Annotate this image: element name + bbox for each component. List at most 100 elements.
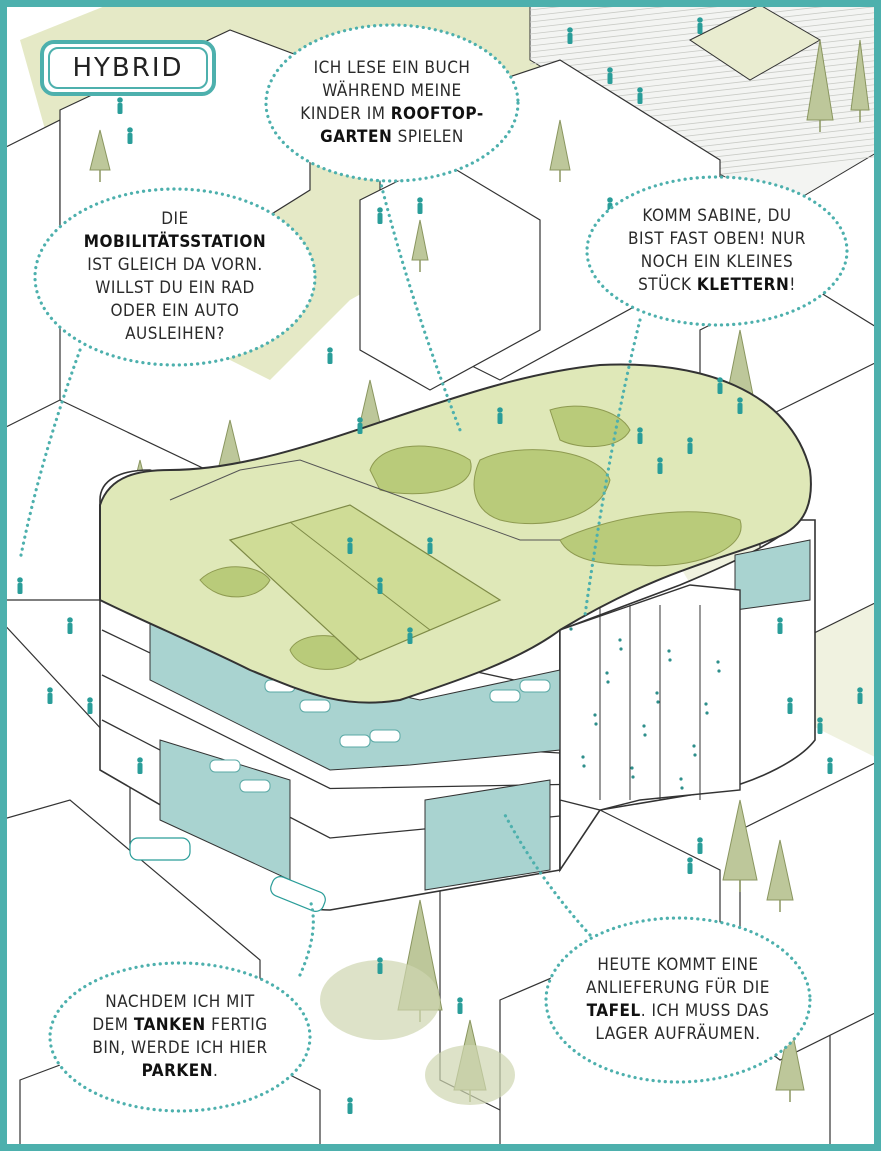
- person-body: [417, 203, 423, 214]
- parked-car: [369, 729, 401, 743]
- person-body: [117, 103, 123, 114]
- bubble-pointer: [583, 318, 642, 617]
- person-body: [357, 423, 363, 434]
- person-body: [787, 703, 793, 714]
- person-head: [687, 437, 693, 443]
- person-head: [687, 857, 693, 863]
- roof-garden: [99, 363, 812, 704]
- person-figure: [347, 1097, 353, 1114]
- person-head: [47, 687, 53, 693]
- person-head: [407, 627, 413, 633]
- person-figure: [17, 577, 23, 594]
- person-figure: [697, 17, 703, 34]
- person-body: [697, 23, 703, 34]
- speech-segment: Heute kommt eine: [597, 954, 759, 975]
- person-figure: [377, 577, 383, 594]
- person-head: [607, 67, 613, 73]
- lawn-patch: [199, 566, 271, 598]
- speech-segment: Nachdem ich mit: [105, 991, 255, 1012]
- speech-segment: Ich lese ein Buch: [313, 57, 471, 78]
- person-head: [717, 377, 723, 383]
- person-figure: [407, 627, 413, 644]
- person-figure: [497, 407, 503, 424]
- climbing-hold: [593, 713, 597, 717]
- tree: [775, 1019, 805, 1102]
- speech-segment: spielen: [392, 127, 464, 148]
- speech-segment: oder ein Auto: [110, 301, 240, 322]
- person-body: [457, 1003, 463, 1014]
- person-figure: [687, 857, 693, 874]
- parked-car: [209, 759, 241, 773]
- climbing-hold: [619, 647, 623, 651]
- person-figure: [47, 687, 53, 704]
- person-head: [637, 87, 643, 93]
- person-body: [127, 133, 133, 144]
- person-body: [637, 93, 643, 104]
- person-figure: [327, 347, 333, 364]
- title-text: HYBRID: [48, 47, 208, 89]
- person-head: [697, 837, 703, 843]
- person-head: [357, 417, 363, 423]
- person-figure: [857, 687, 863, 704]
- climbing-hold: [717, 669, 721, 673]
- person-head: [657, 457, 663, 463]
- person-body: [427, 543, 433, 554]
- speech-segment: Kinder im: [300, 104, 391, 124]
- person-figure: [737, 397, 743, 414]
- parked-car: [519, 679, 551, 693]
- person-body: [607, 73, 613, 84]
- person-body: [777, 623, 783, 634]
- speech-segment: ist gleich da vorn.: [87, 254, 263, 275]
- lawn-patch: [549, 405, 631, 448]
- speech-text-mobility: DieMobilitätsstationist gleich da vorn.W…: [84, 208, 266, 347]
- climbing-hold: [692, 744, 696, 748]
- speech-bubble-mobility: DieMobilitätsstationist gleich da vorn.W…: [40, 192, 310, 362]
- climbing-hold: [618, 638, 622, 642]
- person-body: [687, 863, 693, 874]
- speech-segment: Mobilitätsstation: [83, 231, 267, 252]
- hybrid-building: [99, 363, 816, 911]
- person-body: [657, 463, 663, 474]
- climbing-hold: [642, 724, 646, 728]
- tree: [766, 839, 794, 912]
- person-head: [457, 997, 463, 1003]
- person-figure: [657, 457, 663, 474]
- person-body: [407, 633, 413, 644]
- person-figure: [827, 757, 833, 774]
- climbing-wall: [559, 584, 741, 811]
- climbing-hold: [680, 786, 684, 790]
- parked-car: [299, 699, 331, 713]
- bubble-pointer: [298, 898, 315, 977]
- fence-net: [169, 459, 560, 541]
- climbing-hold: [704, 702, 708, 706]
- person-head: [827, 757, 833, 763]
- bubble-outline: [33, 187, 317, 367]
- person-body: [87, 703, 93, 714]
- parked-car: [239, 779, 271, 793]
- person-figure: [637, 427, 643, 444]
- person-head: [67, 617, 73, 623]
- ground-floor-glass: [424, 779, 551, 891]
- hatch-line: [529, 0, 674, 17]
- speech-segment: Anlieferung für die: [586, 977, 770, 998]
- climbing-hold: [643, 733, 647, 737]
- person-figure: [357, 417, 363, 434]
- person-head: [377, 957, 383, 963]
- person-figure: [777, 617, 783, 634]
- person-head: [427, 537, 433, 543]
- rooftop-pitch: [228, 504, 502, 661]
- person-figure: [137, 757, 143, 774]
- person-head: [347, 537, 353, 543]
- person-body: [377, 213, 383, 224]
- person-figure: [717, 377, 723, 394]
- climbing-hold: [582, 764, 586, 768]
- person-head: [637, 427, 643, 433]
- person-head: [117, 97, 123, 103]
- hatch-line: [529, 5, 881, 47]
- speech-segment: dem: [92, 1014, 134, 1035]
- lawn-patch: [559, 511, 742, 567]
- street-car: [129, 837, 191, 861]
- climbing-hold: [679, 777, 683, 781]
- speech-segment: noch ein kleines: [640, 252, 794, 272]
